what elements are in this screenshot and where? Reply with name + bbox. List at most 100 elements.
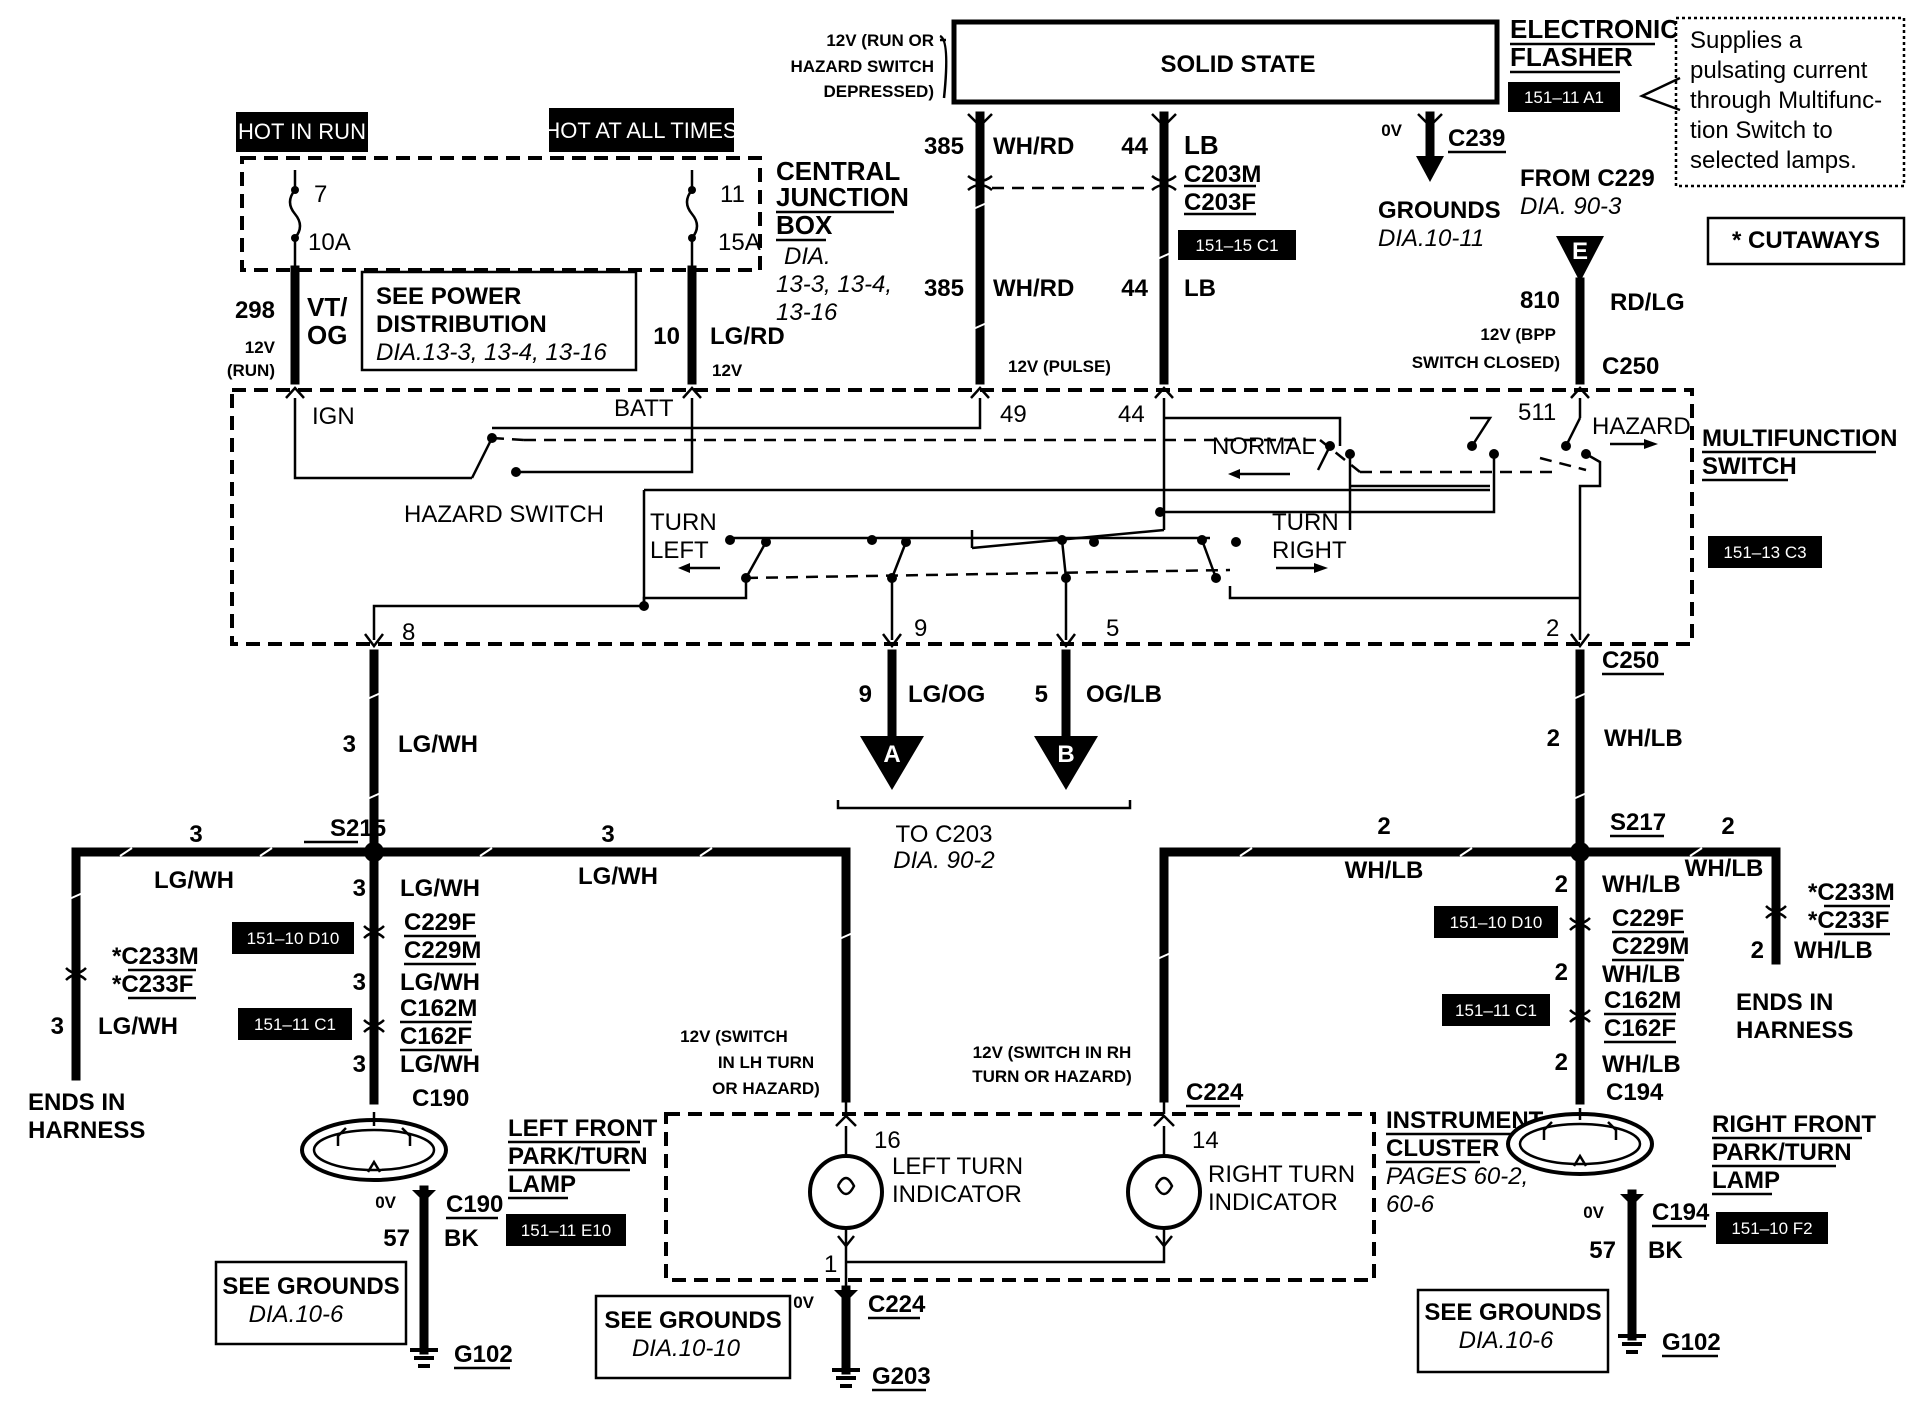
wire-lg-wh-bus	[71, 847, 851, 1103]
mfs-title-1: MULTIFUNCTION	[1702, 425, 1898, 452]
c250-top: C250	[1602, 353, 1659, 380]
grounds-label: GROUNDS	[1378, 197, 1501, 224]
rw-color-f: WH/LB	[1602, 1051, 1681, 1078]
r-c233m: *C233M	[1808, 879, 1895, 906]
hot-at-all-times-badge	[549, 108, 734, 152]
r-ref-c1-badge	[1442, 994, 1550, 1026]
w10-color: LG/RD	[710, 323, 785, 350]
lw3-c: 3	[601, 821, 614, 848]
w44-num-top: 44	[1121, 133, 1148, 160]
lh-2: IN LH TURN	[718, 1053, 814, 1072]
mfs-pin8: 8	[402, 619, 415, 646]
cjb-title-1: CENTRAL	[776, 156, 900, 186]
w298-num: 298	[235, 297, 275, 324]
r-c233f: *C233F	[1808, 907, 1889, 934]
l-c233f: *C233F	[112, 971, 193, 998]
c203m: C203M	[1184, 161, 1261, 188]
power-dist-3: DIA.13-3, 13-4, 13-16	[376, 339, 607, 366]
l-see-grounds: SEE GROUNDS	[222, 1273, 399, 1300]
lc162m: C162M	[400, 995, 477, 1022]
ref-c1: 151–15 C1	[1195, 236, 1278, 255]
rti-1: RIGHT TURN	[1208, 1161, 1355, 1188]
s217: S217	[1610, 809, 1666, 836]
c-see-grounds-dia: DIA.10-10	[632, 1335, 741, 1362]
lf-3: LAMP	[508, 1171, 576, 1198]
mfs-ref-badge	[1708, 536, 1822, 568]
power-distribution-box	[360, 270, 638, 372]
mfs-pin49: 49	[1000, 401, 1027, 428]
rc194: C194	[1606, 1079, 1664, 1106]
turn-right-2: RIGHT	[1272, 537, 1347, 564]
w810-num: 810	[1520, 287, 1560, 314]
fuse-11-amp: 15A	[718, 229, 761, 256]
l-ref-e10-badge	[506, 1214, 626, 1246]
c-see-grounds-box	[594, 1294, 792, 1380]
flasher-note-5: selected lamps.	[1690, 147, 1857, 174]
r-see-grounds: SEE GROUNDS	[1424, 1299, 1601, 1326]
wire-wh-lb-bus	[1159, 847, 1585, 1103]
hazard-switch-label: HAZARD SWITCH	[404, 501, 604, 528]
pin16: 16	[874, 1127, 901, 1154]
flasher-ref: 151–11 A1	[1524, 88, 1604, 107]
turn-left-1: TURN	[650, 509, 717, 536]
rw-color-a: WH/LB	[1604, 725, 1683, 752]
rw2-a: 2	[1547, 725, 1560, 752]
w9-num: 9	[859, 681, 872, 708]
flasher-note-2: pulsating current	[1690, 57, 1868, 84]
splice-s217	[1570, 842, 1590, 862]
mfs-pin9: 9	[914, 615, 927, 642]
cjb-title-2: JUNCTION	[776, 182, 909, 212]
c203f: C203F	[1184, 189, 1256, 216]
lw-color-c: LG/WH	[578, 863, 658, 890]
connector-e: E	[1572, 238, 1588, 265]
connector-b-icon	[1034, 736, 1098, 790]
lw-color-a: LG/WH	[398, 731, 478, 758]
ic-4: 60-6	[1386, 1191, 1435, 1218]
power-dist-1: SEE POWER	[376, 283, 521, 310]
flasher-supply-2: HAZARD SWITCH	[790, 57, 934, 76]
w298-color-1: VT/	[307, 292, 347, 322]
l-see-grounds-box	[214, 1260, 408, 1346]
lf-1: LEFT FRONT	[508, 1115, 658, 1142]
c-see-grounds: SEE GROUNDS	[604, 1307, 781, 1334]
lw3-b: 3	[189, 821, 202, 848]
flasher-supply-3: DEPRESSED)	[823, 82, 934, 101]
w5-color: OG/LB	[1086, 681, 1162, 708]
s215: S215	[330, 815, 386, 842]
bpp-1: 12V (BPP	[1480, 325, 1556, 344]
mfs-pin2: 2	[1546, 615, 1559, 642]
lw-color-b: LG/WH	[154, 867, 234, 894]
from-c229: FROM C229	[1520, 165, 1655, 192]
lh-3: OR HAZARD)	[712, 1079, 820, 1098]
rw2-f: 2	[1555, 1049, 1568, 1076]
lw3-d: 3	[353, 875, 366, 902]
rf-3: LAMP	[1712, 1167, 1780, 1194]
r-see-grounds-box	[1416, 1288, 1610, 1374]
cutaways-label: * CUTAWAYS	[1732, 227, 1880, 254]
mfs-pin44: 44	[1118, 401, 1145, 428]
ground-g203-icon	[832, 1368, 860, 1388]
fuse-11-icon	[685, 189, 699, 239]
rc162m: C162M	[1604, 987, 1681, 1014]
multifunction-switch-outline	[230, 388, 1694, 646]
lf-2: PARK/TURN	[508, 1143, 648, 1170]
l-ends-2: HARNESS	[28, 1117, 145, 1144]
flasher-name-1: ELECTRONIC	[1510, 14, 1679, 44]
flasher-note-3: through Multifunc-	[1690, 87, 1882, 114]
l-ref-c1-badge	[238, 1008, 352, 1040]
w5-num: 5	[1035, 681, 1048, 708]
w810-color: RD/LG	[1610, 289, 1685, 316]
ground-g102-right-icon	[1618, 1334, 1646, 1354]
r-bk: BK	[1648, 1237, 1683, 1264]
r-w57: 57	[1589, 1237, 1616, 1264]
r-ov: 0V	[1583, 1203, 1604, 1222]
lc190: C190	[412, 1085, 469, 1112]
l-g102: G102	[454, 1341, 513, 1368]
l-c233m: *C233M	[112, 943, 199, 970]
flasher-body	[951, 19, 1500, 105]
w298-color-2: OG	[307, 320, 347, 350]
l-ref-d10-badge	[232, 922, 354, 954]
connector-a-icon	[860, 736, 924, 790]
c224-ov: 0V	[793, 1293, 814, 1312]
r-ends-2: HARNESS	[1736, 1017, 1853, 1044]
